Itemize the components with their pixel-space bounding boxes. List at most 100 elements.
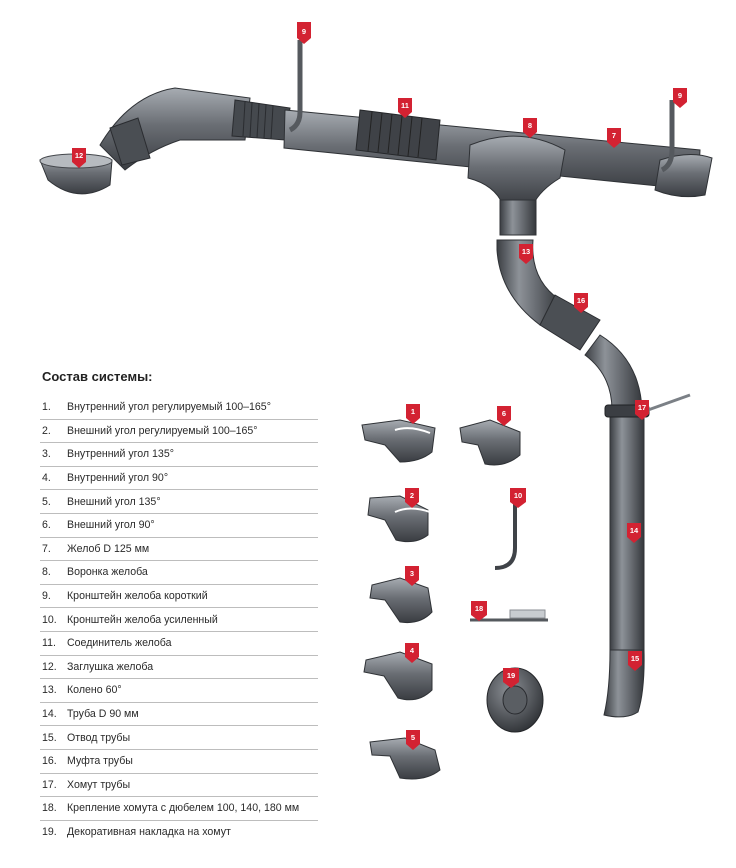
component-inner-corner-90 bbox=[363, 651, 433, 701]
legend-item: 6. Внешний угол 90° bbox=[40, 514, 318, 538]
callout-14-text: 14 bbox=[630, 526, 639, 535]
callout-15-text: 15 bbox=[631, 654, 639, 663]
callout-18-text: 18 bbox=[475, 604, 483, 613]
legend-item: 14. Труба D 90 мм bbox=[40, 703, 318, 727]
left-coupler bbox=[109, 117, 151, 166]
legend-item-label: Заглушка желоба bbox=[67, 660, 154, 673]
legend-item: 7. Желоб D 125 мм bbox=[40, 538, 318, 562]
callout-16: 16 bbox=[574, 293, 588, 313]
legend-item: 13.Колено 60° bbox=[40, 679, 318, 703]
callout-8: 8 bbox=[523, 118, 537, 138]
coupling-16 bbox=[539, 294, 601, 351]
legend-item: 2. Внешний угол регулируемый 100–165° bbox=[40, 420, 318, 444]
callout-5-text: 5 bbox=[411, 733, 415, 742]
legend-item-label: Кронштейн желоба усиленный bbox=[67, 613, 218, 626]
callout-15: 15 bbox=[628, 651, 642, 671]
callout-6: 6 bbox=[497, 406, 511, 426]
legend-item-number: 14. bbox=[42, 708, 57, 721]
legend-item-number: 7. bbox=[42, 542, 51, 555]
legend-item-label: Кронштейн желоба короткий bbox=[67, 590, 208, 603]
funnel-outlet bbox=[499, 199, 537, 236]
callout-19-text: 19 bbox=[507, 671, 515, 680]
legend-item-label: Муфта трубы bbox=[67, 755, 133, 768]
legend-item-number: 10. bbox=[42, 613, 57, 626]
legend-item-label: Крепление хомута с дюбелем 100, 140, 180… bbox=[67, 802, 300, 815]
legend-item-label: Внутренний угол 135° bbox=[67, 448, 174, 461]
clamp-rod bbox=[647, 393, 691, 412]
callout-8-text: 8 bbox=[528, 121, 532, 130]
callout-2: 2 bbox=[405, 488, 419, 508]
callout-11: 11 bbox=[398, 98, 412, 118]
callout-9-left-text: 9 bbox=[302, 27, 306, 36]
callout-7-text: 7 bbox=[612, 131, 616, 140]
callout-9-left: 9 bbox=[297, 22, 311, 44]
legend-item-number: 2. bbox=[42, 424, 51, 437]
legend-item: 10. Кронштейн желоба усиленный bbox=[40, 608, 318, 632]
legend-item-number: 13. bbox=[42, 684, 57, 697]
legend-item: 11. Соединитель желоба bbox=[40, 632, 318, 656]
legend-item: 18. Крепление хомута с дюбелем 100, 140, … bbox=[40, 797, 318, 821]
gutter-funnel-8 bbox=[467, 135, 566, 206]
callout-17: 17 bbox=[635, 400, 649, 420]
legend-item: 5.Внешний угол 135° bbox=[40, 490, 318, 514]
legend-item-number: 18. bbox=[42, 802, 57, 815]
legend-item-label: Труба D 90 мм bbox=[67, 708, 139, 721]
legend-item-label: Декоративная накладка на хомут bbox=[67, 825, 231, 838]
callout-1-text: 1 bbox=[411, 407, 415, 416]
legend-item-label: Внешний угол 90° bbox=[67, 519, 155, 532]
component-outer-corner-adjustable bbox=[367, 495, 431, 543]
callout-3: 3 bbox=[405, 566, 419, 586]
component-inner-corner-135 bbox=[369, 577, 433, 623]
legend-item: 16. Муфта трубы bbox=[40, 750, 318, 774]
callout-14: 14 bbox=[627, 523, 641, 543]
legend-item: 8.Воронка желоба bbox=[40, 561, 318, 585]
legend-item-label: Внешний угол регулируемый 100–165° bbox=[67, 424, 258, 437]
right-end-cap bbox=[654, 154, 713, 198]
callout-19: 19 bbox=[503, 668, 519, 688]
component-outer-corner-90 bbox=[459, 419, 521, 466]
component-clamp-dowel bbox=[470, 609, 548, 622]
pipe-bend bbox=[584, 334, 643, 411]
callout-11-text: 11 bbox=[401, 101, 409, 110]
component-inner-corner-adjustable bbox=[361, 419, 436, 463]
callout-4-text: 4 bbox=[410, 646, 415, 655]
callout-9-right: 9 bbox=[673, 88, 687, 108]
legend-item: 12. Заглушка желоба bbox=[40, 656, 318, 680]
legend-list: 1.Внутренний угол регулируемый 100–165°2… bbox=[40, 396, 318, 843]
callout-5: 5 bbox=[406, 730, 420, 750]
legend-item-number: 4. bbox=[42, 472, 51, 485]
legend-item-label: Соединитель желоба bbox=[67, 637, 172, 650]
legend-item-label: Воронка желоба bbox=[67, 566, 148, 579]
legend-item-number: 3. bbox=[42, 448, 51, 461]
legend-item-number: 6. bbox=[42, 519, 51, 532]
callout-13-text: 13 bbox=[522, 247, 530, 256]
legend-item-label: Желоб D 125 мм bbox=[67, 542, 150, 555]
legend-item-number: 16. bbox=[42, 755, 57, 768]
bracket-short-9-left bbox=[288, 40, 303, 133]
callout-12: 12 bbox=[72, 148, 86, 168]
callout-1: 1 bbox=[406, 404, 420, 424]
legend-item: 9. Кронштейн желоба короткий bbox=[40, 585, 318, 609]
callout-10-text: 10 bbox=[514, 491, 522, 500]
legend-item: 17.Хомут трубы bbox=[40, 774, 318, 798]
bracket-short-9-right bbox=[660, 100, 675, 173]
legend-item-number: 15. bbox=[42, 731, 57, 744]
legend-item-number: 19. bbox=[42, 825, 57, 838]
legend-item-label: Внутренний угол регулируемый 100–165° bbox=[67, 401, 271, 414]
legend-item-number: 11. bbox=[42, 637, 56, 650]
legend-item-number: 17. bbox=[42, 778, 57, 791]
legend-item-label: Внутренний угол 90° bbox=[67, 472, 169, 485]
legend-item-number: 12. bbox=[42, 660, 57, 673]
callout-18: 18 bbox=[471, 601, 487, 621]
downpipe bbox=[496, 239, 691, 718]
legend-item-number: 9. bbox=[42, 590, 51, 603]
callout-13: 13 bbox=[519, 244, 533, 264]
legend-item: 1.Внутренний угол регулируемый 100–165° bbox=[40, 396, 318, 420]
callout-6-text: 6 bbox=[502, 409, 506, 418]
callout-17-text: 17 bbox=[638, 403, 646, 412]
legend-item: 15. Отвод трубы bbox=[40, 726, 318, 750]
legend-item: 3. Внутренний угол 135° bbox=[40, 443, 318, 467]
legend-item-label: Отвод трубы bbox=[67, 731, 131, 744]
legend-item-number: 5. bbox=[42, 495, 51, 508]
